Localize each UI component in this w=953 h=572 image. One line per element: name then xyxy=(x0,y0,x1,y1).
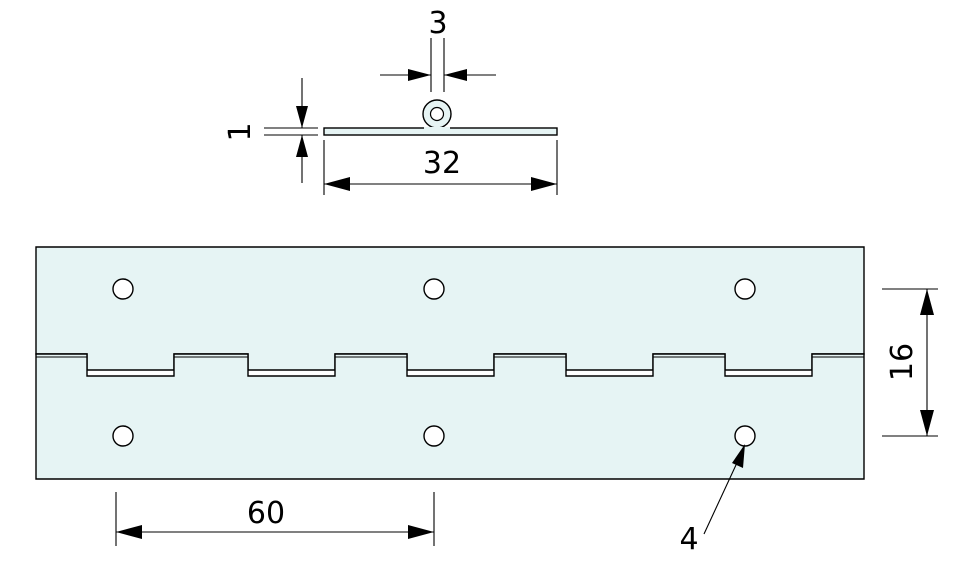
mounting-hole xyxy=(423,425,445,447)
dim-hole-diameter-label: 4 xyxy=(679,522,698,557)
mounting-hole xyxy=(112,278,134,300)
top-leaf xyxy=(35,246,865,371)
side-view: 3 1 32 xyxy=(223,6,558,195)
bottom-leaf xyxy=(35,353,865,480)
dim-knuckle-diameter: 3 xyxy=(380,6,496,92)
dim-thickness: 1 xyxy=(223,78,318,183)
side-knuckle-inner xyxy=(429,106,445,122)
mounting-hole xyxy=(734,425,756,447)
mounting-hole xyxy=(112,425,134,447)
mounting-hole xyxy=(423,278,445,300)
knuckle-seams xyxy=(36,353,864,371)
dim-hole-row-spacing-label: 16 xyxy=(885,343,920,381)
dim-hole-row-spacing: 16 xyxy=(882,288,938,437)
dim-hole-pitch-label: 60 xyxy=(247,496,285,531)
dim-hole-diameter: 4 xyxy=(679,444,745,557)
dim-knuckle-diameter-label: 3 xyxy=(428,6,447,41)
front-view xyxy=(35,246,865,480)
dim-open-width: 32 xyxy=(323,140,558,195)
mounting-hole xyxy=(734,278,756,300)
side-leaf xyxy=(323,127,558,136)
dim-open-width-label: 32 xyxy=(423,146,461,181)
dim-thickness-label: 1 xyxy=(223,122,258,141)
dim-hole-pitch: 60 xyxy=(115,492,435,546)
